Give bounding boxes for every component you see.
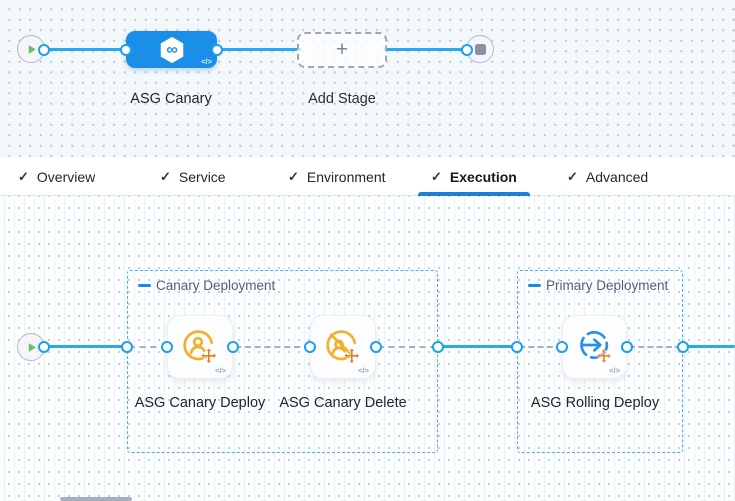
- play-icon: [28, 44, 36, 54]
- connector-port[interactable]: [227, 341, 239, 353]
- step-group-primary-deployment[interactable]: Primary Deployment: [517, 270, 683, 453]
- group-title: Primary Deployment: [546, 278, 669, 293]
- group-header[interactable]: Canary Deployment: [138, 278, 275, 293]
- connector-line: [384, 48, 476, 51]
- code-icon[interactable]: </>: [358, 366, 369, 375]
- connector-port[interactable]: [120, 44, 132, 56]
- dashed-connector-line: [519, 346, 562, 348]
- code-icon[interactable]: </>: [201, 57, 212, 66]
- step-node-asg-rolling-deploy[interactable]: </>: [562, 315, 627, 379]
- dashed-connector-line: [235, 346, 310, 348]
- horizontal-scrollbar-thumb[interactable]: [60, 497, 132, 501]
- connector-line: [212, 48, 302, 51]
- step-node-asg-canary-delete[interactable]: </>: [310, 315, 376, 379]
- step-label: ASG Canary Deploy: [134, 395, 266, 411]
- connector-port[interactable]: [432, 341, 444, 353]
- check-icon: ✓: [288, 168, 299, 184]
- connector-port[interactable]: [161, 341, 173, 353]
- code-icon[interactable]: </>: [609, 366, 620, 375]
- stage-config-tabs: ✓ Overview ✓ Service ✓ Environment ✓ Exe…: [0, 157, 735, 196]
- group-label-dash-icon: [138, 284, 151, 287]
- connector-port[interactable]: [461, 44, 473, 56]
- tab-overview[interactable]: ✓ Overview: [18, 157, 95, 196]
- step-label: ASG Canary Delete: [279, 395, 407, 411]
- check-icon: ✓: [18, 168, 29, 184]
- tab-label: Service: [178, 168, 226, 185]
- plus-icon: +: [335, 37, 349, 61]
- connector-line: [683, 345, 735, 348]
- connector-line: [438, 345, 518, 348]
- add-stage-button[interactable]: +: [297, 32, 387, 68]
- svg-text:∞: ∞: [166, 41, 177, 58]
- step-label: ASG Rolling Deploy: [530, 395, 660, 411]
- step-group-canary-deployment[interactable]: Canary Deployment: [127, 270, 438, 453]
- tab-label: Environment: [306, 168, 386, 185]
- connector-port[interactable]: [38, 44, 50, 56]
- group-label-dash-icon: [528, 284, 541, 287]
- tab-label: Execution: [449, 168, 517, 185]
- tab-label: Overview: [36, 168, 96, 185]
- connector-line: [30, 48, 130, 51]
- connector-port[interactable]: [121, 341, 133, 353]
- dashed-connector-line: [129, 346, 167, 348]
- step-node-asg-canary-deploy[interactable]: </>: [167, 315, 233, 379]
- harness-stage-icon: ∞: [160, 36, 183, 63]
- code-icon[interactable]: </>: [215, 366, 226, 375]
- connector-line: [30, 345, 128, 348]
- stage-node-asg-canary[interactable]: ∞ </>: [126, 31, 217, 68]
- tab-environment[interactable]: ✓ Environment: [288, 157, 386, 196]
- connector-port[interactable]: [304, 341, 316, 353]
- add-stage-label: Add Stage: [308, 91, 376, 107]
- asg-rolling-deploy-icon: [579, 331, 611, 364]
- stage-graph-canvas[interactable]: ∞ </> + ASG Canary Add Stage: [0, 0, 735, 157]
- stop-icon: [474, 43, 486, 55]
- group-title: Canary Deployment: [156, 278, 276, 293]
- tab-execution[interactable]: ✓ Execution: [418, 157, 530, 196]
- stage-label: ASG Canary: [130, 91, 212, 107]
- connector-port[interactable]: [621, 341, 633, 353]
- dashed-connector-line: [378, 346, 436, 348]
- tab-service[interactable]: ✓ Service: [160, 157, 226, 196]
- play-icon: [28, 342, 36, 352]
- connector-port[interactable]: [38, 341, 50, 353]
- check-icon: ✓: [160, 168, 171, 184]
- connector-port[interactable]: [677, 341, 689, 353]
- tab-advanced[interactable]: ✓ Advanced: [567, 157, 648, 196]
- dashed-connector-line: [629, 346, 681, 348]
- asg-canary-deploy-icon: [183, 330, 217, 364]
- pipeline-end-node[interactable]: [466, 35, 494, 63]
- tab-label: Advanced: [585, 168, 649, 185]
- connector-port[interactable]: [511, 341, 523, 353]
- execution-graph-canvas[interactable]: Canary Deployment Primary Deployment: [0, 196, 735, 501]
- connector-port[interactable]: [370, 341, 382, 353]
- asg-canary-delete-icon: [326, 330, 360, 364]
- connector-port[interactable]: [556, 341, 568, 353]
- check-icon: ✓: [431, 168, 442, 184]
- connector-port[interactable]: [211, 44, 223, 56]
- check-icon: ✓: [567, 168, 578, 184]
- group-header[interactable]: Primary Deployment: [528, 278, 668, 293]
